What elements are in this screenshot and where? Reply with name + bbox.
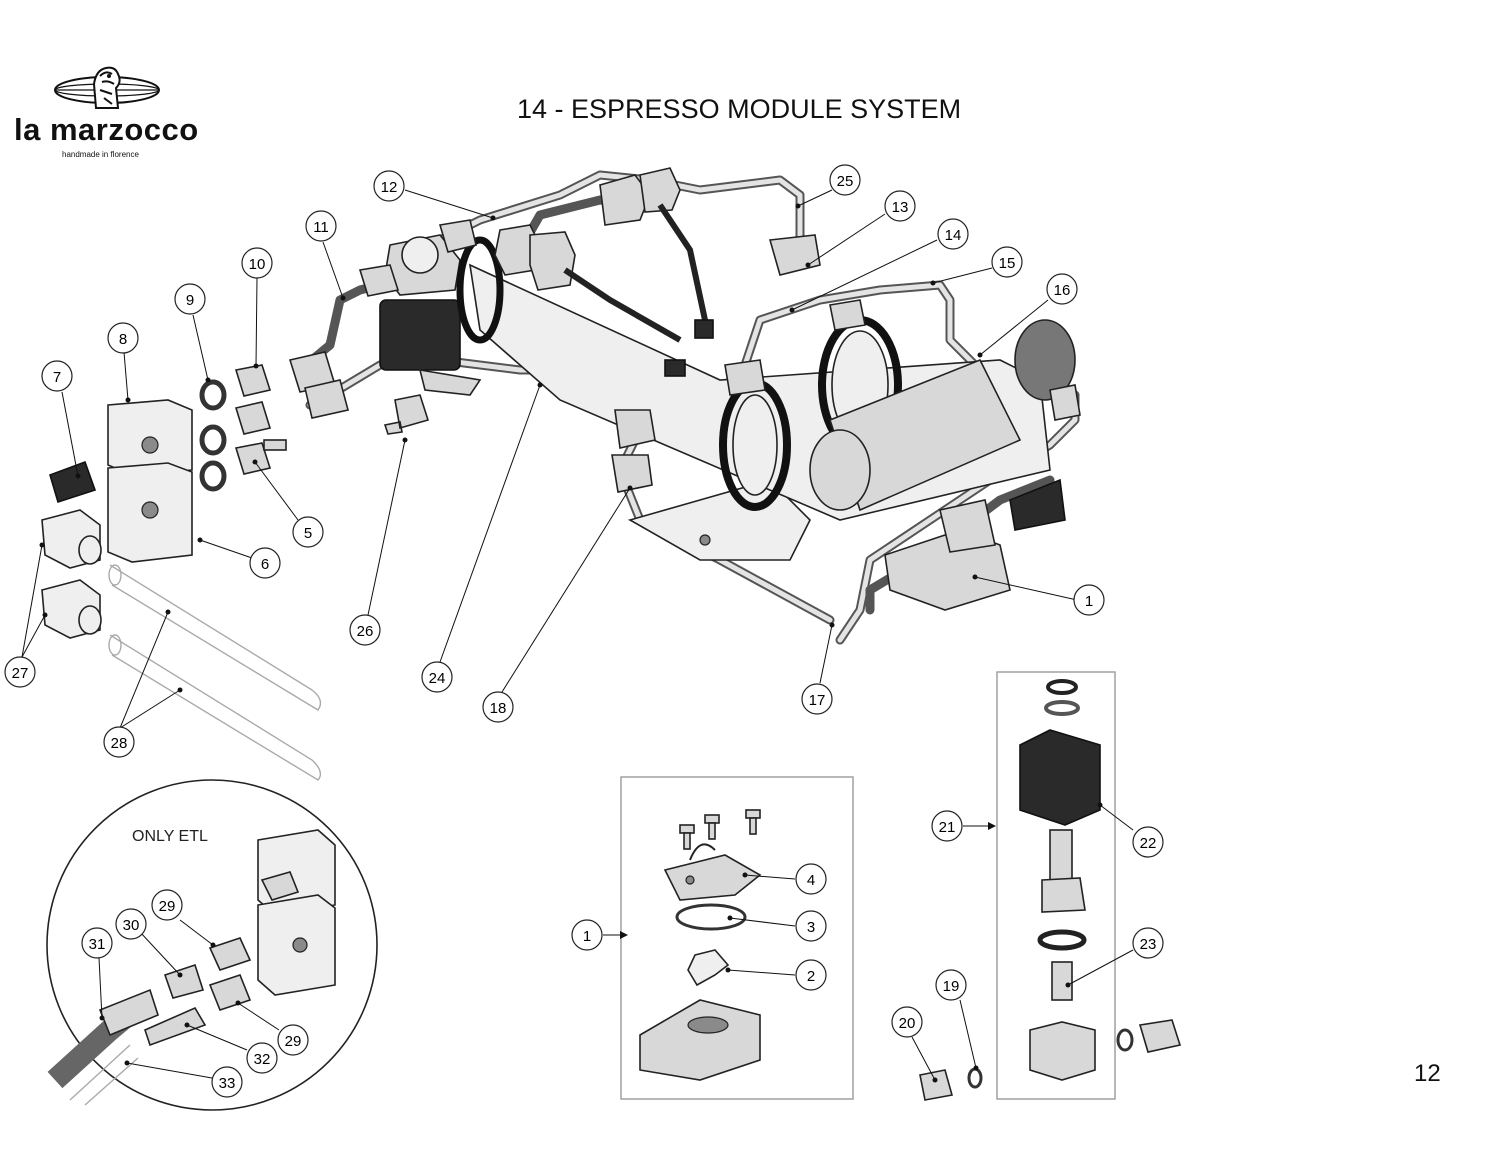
lion-globe-logo: [54, 66, 160, 109]
svg-text:1: 1: [1085, 593, 1093, 610]
svg-text:29: 29: [285, 1033, 302, 1050]
callout-23: 23: [1132, 927, 1164, 959]
svg-text:20: 20: [899, 1015, 916, 1032]
callout-1-detail: 1: [571, 919, 603, 951]
angle-fitting: [383, 394, 430, 435]
svg-text:24: 24: [429, 670, 446, 687]
callout-22: 22: [1132, 826, 1164, 858]
svg-text:3: 3: [807, 919, 815, 936]
svg-text:13: 13: [892, 199, 909, 216]
callout-13: 13: [884, 190, 916, 222]
svg-text:22: 22: [1140, 835, 1157, 852]
svg-text:29: 29: [159, 898, 176, 915]
callout-12: 12: [373, 170, 405, 202]
svg-text:27: 27: [12, 665, 29, 682]
distribution-block: [107, 399, 193, 563]
svg-text:9: 9: [186, 292, 194, 309]
svg-text:28: 28: [111, 735, 128, 752]
svg-text:23: 23: [1140, 936, 1157, 953]
threaded-fittings: [234, 364, 287, 475]
callout-21: 21: [931, 810, 963, 842]
svg-text:19: 19: [943, 978, 960, 995]
svg-text:16: 16: [1054, 282, 1071, 299]
svg-text:17: 17: [809, 692, 826, 709]
hex-nipple: [49, 460, 97, 504]
brand-name: la marzocco: [14, 112, 199, 147]
callout-29-bottom: 29: [277, 1024, 309, 1056]
callout-11: 11: [305, 210, 337, 242]
callout-circles: 1 1 2 3 4 5 6 7 8 9 10 11 12 13 14 15 16…: [4, 164, 1164, 1098]
callout-20: 20: [891, 1006, 923, 1038]
svg-text:11: 11: [313, 219, 329, 236]
callout-32: 32: [246, 1042, 278, 1074]
callout-33: 33: [211, 1066, 243, 1098]
pump-detail: [620, 776, 854, 1100]
callout-1: 1: [1073, 584, 1105, 616]
callout-10: 10: [241, 247, 273, 279]
callout-30: 30: [115, 908, 147, 940]
solenoid-detail: [919, 671, 1182, 1101]
callout-5: 5: [292, 516, 324, 548]
svg-text:8: 8: [119, 331, 127, 348]
page-title: 14 - ESPRESSO MODULE SYSTEM: [517, 94, 962, 124]
callout-16: 16: [1046, 273, 1078, 305]
washers: [199, 379, 227, 492]
inset-label: ONLY ETL: [132, 828, 208, 845]
callout-3: 3: [795, 910, 827, 942]
svg-text:5: 5: [304, 525, 312, 542]
callout-24: 24: [421, 661, 453, 693]
callout-26: 26: [349, 614, 381, 646]
svg-text:12: 12: [381, 179, 398, 196]
svg-text:4: 4: [807, 872, 815, 889]
svg-text:30: 30: [123, 917, 140, 934]
elbow-fittings: [41, 509, 102, 639]
brand-tagline: handmade in florence: [62, 150, 139, 159]
svg-text:6: 6: [261, 556, 269, 573]
etl-inset: [46, 779, 378, 1111]
main-assembly: [288, 167, 1081, 645]
callout-27: 27: [4, 656, 36, 688]
callout-6: 6: [249, 547, 281, 579]
callout-15: 15: [991, 246, 1023, 278]
callout-7: 7: [41, 360, 73, 392]
svg-text:10: 10: [249, 256, 266, 273]
svg-text:18: 18: [490, 700, 507, 717]
svg-text:33: 33: [219, 1075, 236, 1092]
svg-text:26: 26: [357, 623, 374, 640]
svg-text:1: 1: [583, 928, 591, 945]
clear-tubes: [108, 564, 322, 781]
leader-lines: [21, 189, 1134, 1083]
callout-17: 17: [801, 683, 833, 715]
svg-text:31: 31: [89, 936, 106, 953]
svg-text:15: 15: [999, 255, 1016, 272]
callout-25: 25: [829, 164, 861, 196]
callout-9: 9: [174, 283, 206, 315]
callout-8: 8: [107, 322, 139, 354]
svg-text:14: 14: [945, 227, 962, 244]
svg-text:21: 21: [939, 819, 956, 836]
callout-31: 31: [81, 927, 113, 959]
callout-18: 18: [482, 691, 514, 723]
svg-text:32: 32: [254, 1051, 271, 1068]
callout-14: 14: [937, 218, 969, 250]
svg-text:7: 7: [53, 369, 61, 386]
page-number: 12: [1414, 1060, 1441, 1087]
callout-29-top: 29: [151, 889, 183, 921]
callout-4: 4: [795, 863, 827, 895]
callout-19: 19: [935, 969, 967, 1001]
svg-text:25: 25: [837, 173, 854, 190]
callout-2: 2: [795, 959, 827, 991]
callout-28: 28: [103, 726, 135, 758]
svg-text:2: 2: [807, 968, 815, 985]
